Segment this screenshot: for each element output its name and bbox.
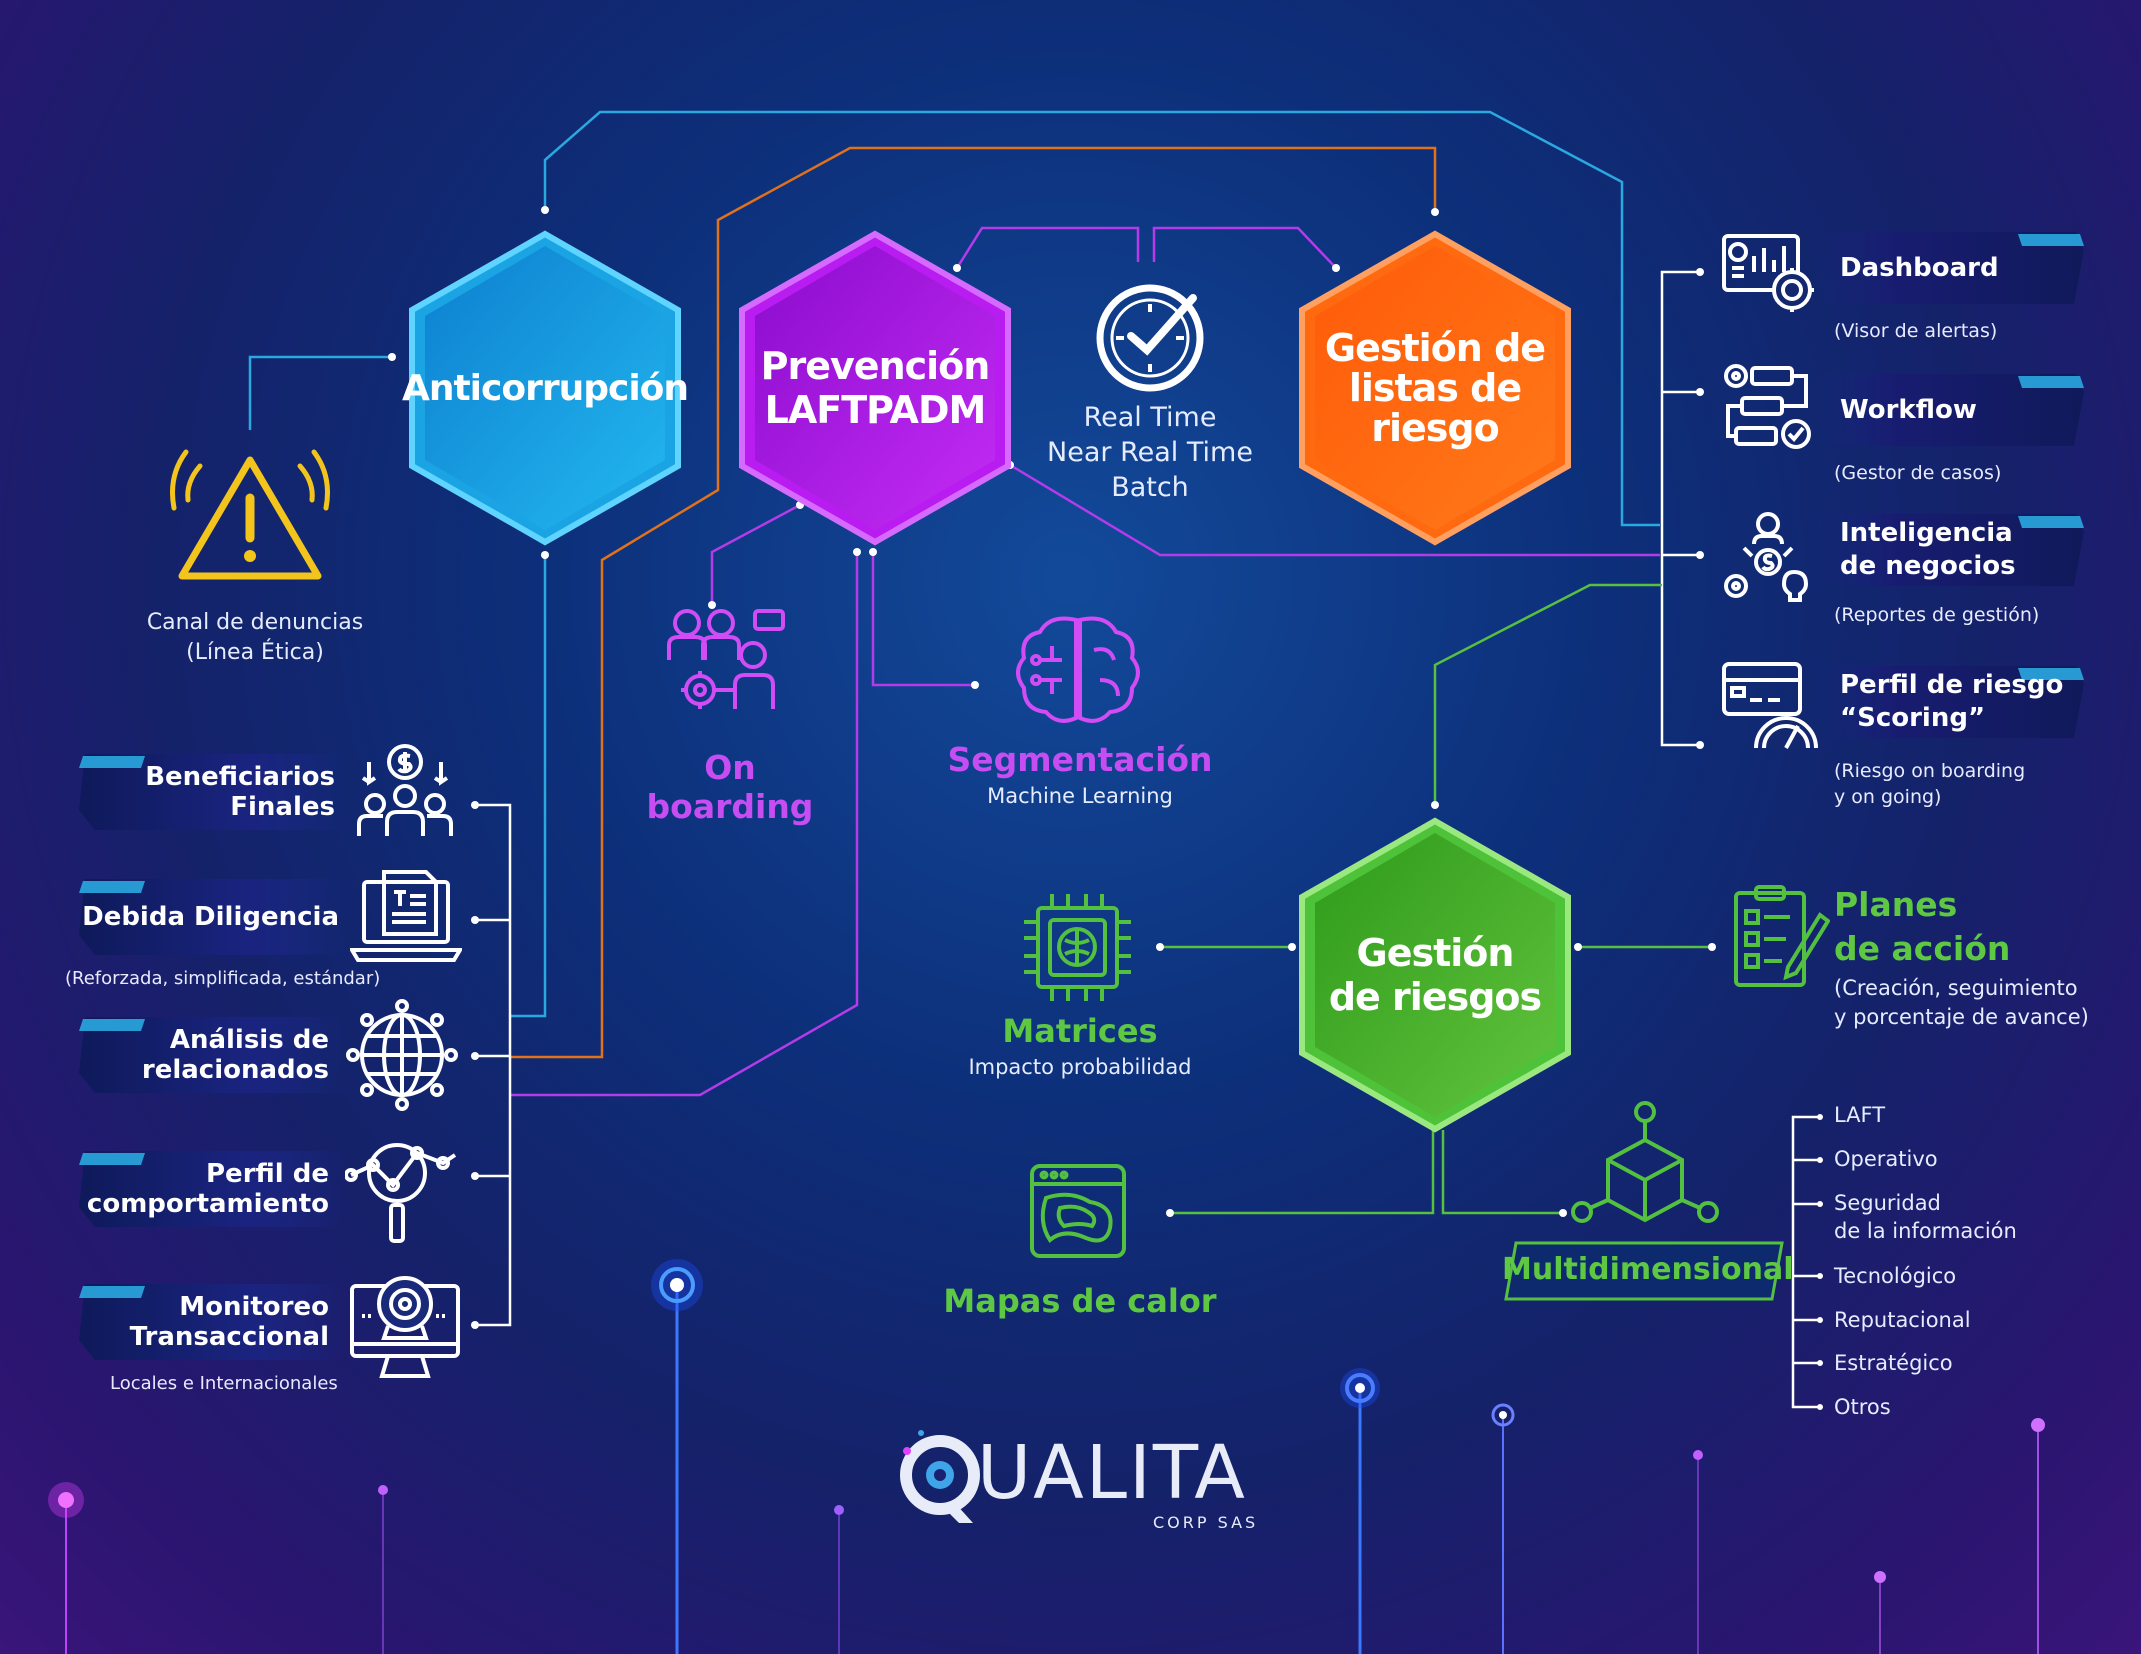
planes-label: Planes de acción <box>1834 883 2010 971</box>
hex-label-line: LAFTPADM <box>764 388 987 432</box>
item-line: comportamiento <box>86 1189 329 1219</box>
item-sub-line: y on going) <box>1834 786 1942 808</box>
item-line: Dashboard <box>1840 252 1999 283</box>
risk-type: Estratégico <box>1834 1351 1953 1375</box>
item-sub: (Gestor de casos) <box>1834 462 2002 484</box>
logo-sub: CORP SAS <box>1153 1513 1259 1532</box>
item-dashboard[interactable]: Dashboard <box>1818 228 2088 308</box>
risk-type-cont: de la información <box>1834 1219 2017 1243</box>
scoring-card-icon <box>1722 662 1818 749</box>
hex-label-line: Prevención <box>760 344 991 388</box>
item-line: Workflow <box>1840 394 1977 425</box>
segmentacion-label: Segmentación <box>947 740 1213 779</box>
risk-type: Seguridad <box>1834 1191 1941 1215</box>
item-line: Monitoreo <box>179 1292 329 1322</box>
mode-batch: Batch <box>1111 472 1189 503</box>
hex-label-line: listas de <box>1348 366 1522 410</box>
item-line: relacionados <box>141 1055 329 1085</box>
matrices-sub: Impacto probabilidad <box>968 1055 1192 1079</box>
magnifier-graph-icon <box>345 1143 457 1243</box>
item-line: de negocios <box>1840 551 2016 581</box>
warning-icon <box>170 449 330 580</box>
denuncias-label: Canal de denuncias (Línea Ética) <box>130 608 380 668</box>
brain-circuit-icon <box>1016 616 1140 723</box>
hex-label-line: riesgo <box>1371 406 1499 450</box>
dashboard-icon <box>1722 234 1814 312</box>
mode-real-time: Real Time <box>1083 402 1217 433</box>
item-workflow[interactable]: Workflow <box>1818 370 2088 450</box>
laptop-document-icon <box>350 870 462 962</box>
hex-label-line: Gestión de <box>1324 326 1546 370</box>
risk-type: Operativo <box>1834 1147 1938 1171</box>
item-line: Perfil de riesgo <box>1840 670 2064 700</box>
item-sub-line: (Riesgo on boarding <box>1834 760 2026 782</box>
planes-sub-line: (Creación, seguimiento <box>1834 976 2078 1000</box>
onboarding-team-icon <box>667 609 785 709</box>
monitor-camera-icon <box>350 1276 460 1378</box>
segmentacion-sub: Machine Learning <box>987 784 1173 808</box>
logo-name: UALITA <box>977 1430 1247 1516</box>
hex-label-line: de riesgos <box>1328 975 1542 1019</box>
multidimensional-label: Multidimensional <box>1502 1252 1794 1287</box>
item-sub: (Reportes de gestión) <box>1834 604 2040 626</box>
hex-label: Anticorrupción <box>401 367 689 409</box>
qualita-logo: UALITA CORP SAS <box>895 1425 1275 1535</box>
chip-brain-icon <box>1024 894 1131 1001</box>
cube-network-icon <box>1571 1101 1719 1223</box>
planes-line: de acción <box>1834 929 2011 968</box>
logo-q-gear-icon <box>900 1430 980 1523</box>
planes-sub-line: y porcentaje de avance) <box>1834 1005 2089 1029</box>
item-sub: (Reforzada, simplificada, estándar) <box>65 968 381 989</box>
item-sub: (Visor de alertas) <box>1834 320 1998 342</box>
item-sub: Locales e Internacionales <box>110 1373 338 1394</box>
heatmap-window-icon <box>1030 1164 1126 1258</box>
mapas-label: Mapas de calor <box>943 1282 1217 1320</box>
risk-type: Tecnológico <box>1834 1264 1957 1288</box>
clock-icon <box>1096 284 1204 392</box>
item-line: Beneficiarios <box>145 762 335 792</box>
item-sub: (Riesgo on boarding y on going) <box>1834 758 2025 810</box>
item-line: Análisis de <box>169 1025 329 1055</box>
item-line: “Scoring” <box>1840 703 1986 733</box>
planes-sub: (Creación, seguimiento y porcentaje de a… <box>1834 974 2089 1032</box>
risk-type: Otros <box>1834 1395 1891 1419</box>
multidimensional-frame <box>1504 1241 1784 1301</box>
denuncias-sub: (Línea Ética) <box>186 640 324 665</box>
globe-network-icon <box>346 999 458 1111</box>
onboarding-label: On boarding <box>646 748 814 826</box>
hex-anticorrupcion[interactable]: Anticorrupción <box>400 228 690 548</box>
business-intelligence-icon <box>1724 512 1809 602</box>
planes-line: Planes <box>1834 885 1958 924</box>
processing-modes: Real Time Near Real Time Batch <box>1030 400 1270 505</box>
matrices-label: Matrices <box>1002 1012 1158 1050</box>
item-perfil-riesgo[interactable]: Perfil de riesgo“Scoring” <box>1818 662 2088 742</box>
item-line: Debida Diligencia <box>82 902 339 932</box>
risk-type: Reputacional <box>1834 1308 1971 1332</box>
people-money-icon <box>357 744 453 836</box>
item-debida-diligencia[interactable]: Debida Diligencia <box>75 875 345 959</box>
checklist-pencil-icon <box>1734 885 1830 987</box>
item-line: Finales <box>230 792 335 822</box>
item-line: Perfil de <box>206 1159 329 1189</box>
item-line: Transaccional <box>129 1322 329 1352</box>
mode-near-real-time: Near Real Time <box>1047 437 1253 468</box>
hex-label-line: Gestión <box>1356 931 1515 975</box>
item-line: Inteligencia <box>1840 518 2013 548</box>
risk-type: LAFT <box>1834 1103 1886 1127</box>
workflow-gears-icon <box>1724 364 1811 449</box>
denuncias-title: Canal de denuncias <box>146 610 364 635</box>
